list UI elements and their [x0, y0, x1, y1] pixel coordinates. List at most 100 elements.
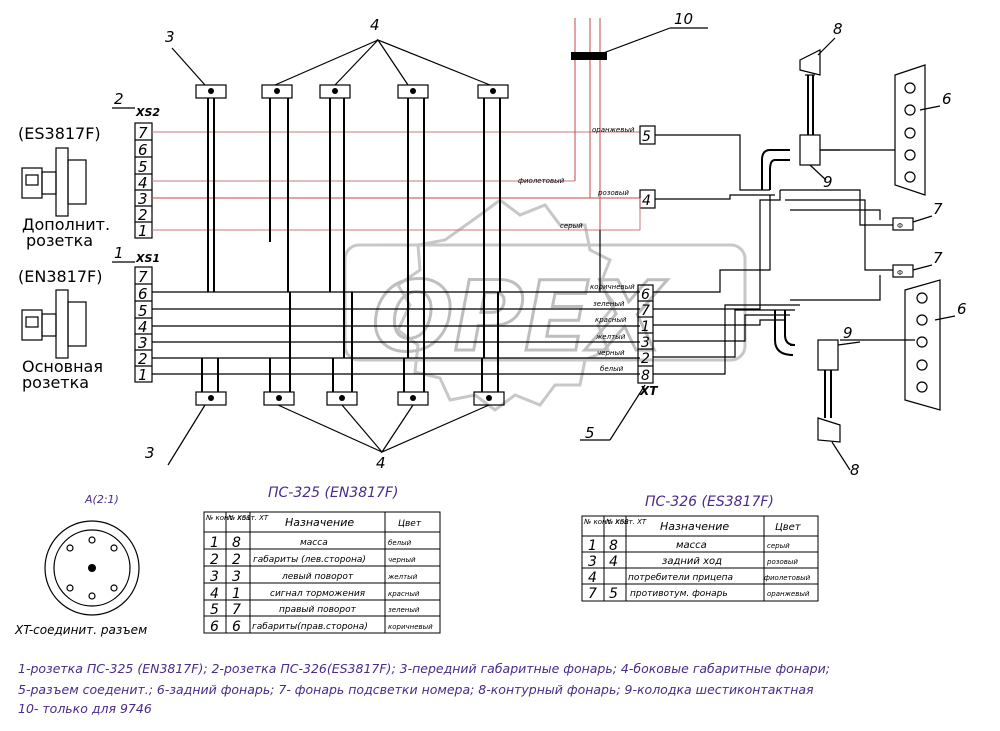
svg-text:6: 6 — [232, 619, 241, 635]
svg-text:5: 5 — [609, 586, 618, 602]
svg-text:левый поворот: левый поворот — [281, 572, 354, 582]
xs1-wires — [152, 230, 640, 375]
six-pin-block-top — [799, 134, 840, 166]
svg-text:серый: серый — [767, 542, 790, 550]
svg-text:8: 8 — [609, 538, 618, 554]
svg-text:№ конт. XS2: № конт. XS2 — [583, 518, 629, 526]
plate-lamp-top: Ф — [892, 217, 914, 231]
aux-socket-code: (ES3817F) — [18, 124, 101, 143]
watermark: OPEX — [343, 198, 747, 412]
svg-text:1: 1 — [641, 319, 650, 335]
svg-text:1: 1 — [138, 222, 148, 240]
svg-text:потребители прицепа: потребители прицепа — [628, 573, 733, 583]
svg-text:оранжевый: оранжевый — [592, 126, 635, 134]
svg-text:серый: серый — [560, 222, 583, 230]
aux-socket-icon — [21, 147, 87, 217]
watermark-text: OPEX — [372, 261, 668, 373]
rear-lamp-top — [894, 64, 926, 196]
svg-text:фиолетовый: фиолетовый — [764, 574, 811, 582]
svg-text:белый: белый — [388, 539, 412, 547]
table1-cells: № конт. XS1 № конт. XT Назначение Цвет 1… — [205, 514, 433, 635]
svg-text:желтый: желтый — [387, 573, 418, 581]
xt-top-pins: 5 4 — [639, 125, 656, 230]
xs1-label: XS1 — [135, 252, 160, 265]
table2 — [581, 515, 819, 602]
callout-1: 1 — [114, 244, 124, 262]
contour-lamp-bottom — [817, 370, 841, 443]
svg-text:3: 3 — [210, 569, 219, 585]
view-a-label: А(2:1) — [84, 493, 119, 506]
svg-text:8: 8 — [232, 535, 241, 551]
xt-connector-view — [44, 520, 140, 616]
callout-4-bottom: 4 — [376, 454, 386, 472]
rear-lamp-bottom — [904, 279, 941, 411]
svg-text:розовый: розовый — [597, 189, 629, 197]
svg-text:3: 3 — [641, 335, 650, 351]
main-socket-icon — [21, 289, 87, 359]
svg-text:масса: масса — [300, 538, 328, 548]
svg-text:белый: белый — [600, 365, 624, 373]
xs2-wires — [152, 18, 640, 231]
svg-text:коричневый: коричневый — [388, 623, 433, 631]
svg-text:3: 3 — [138, 334, 148, 352]
table2-cells: № конт. XS2 № конт. XT Назначение Цвет 1… — [583, 518, 811, 602]
aux-socket-name-1: Дополнит. — [22, 215, 110, 234]
xs1-pin-labels: 7 6 5 4 3 2 1 — [138, 268, 148, 384]
svg-text:7: 7 — [641, 303, 650, 319]
svg-text:№ конт. XT: № конт. XT — [227, 514, 269, 522]
svg-text:Цвет: Цвет — [775, 522, 802, 533]
svg-text:5: 5 — [210, 602, 219, 618]
svg-text:6: 6 — [138, 141, 148, 159]
svg-text:оранжевый: оранжевый — [767, 590, 810, 598]
svg-text:6: 6 — [641, 287, 650, 303]
legend-line-2: 5-разъем соеденит.; 6-задний фонарь; 7- … — [18, 682, 814, 697]
six-pin-block-bottom — [817, 339, 839, 371]
main-socket-name-1: Основная — [22, 357, 103, 376]
callout-9-top: 9 — [823, 173, 833, 191]
svg-text:зеленый: зеленый — [593, 300, 625, 308]
callout-6-bottom: 6 — [957, 300, 967, 318]
svg-text:5: 5 — [642, 129, 651, 145]
callout-9-bottom: 9 — [843, 324, 853, 342]
svg-text:2: 2 — [641, 351, 650, 367]
svg-text:7: 7 — [232, 602, 241, 618]
wire-color-labels: оранжевый фиолетовый розовый серый корич… — [518, 126, 635, 373]
svg-text:7: 7 — [138, 268, 148, 286]
xt-caption: XT-соединит. разъем — [14, 623, 147, 637]
callout-10: 10 — [674, 10, 693, 28]
xs2-label: XS2 — [135, 106, 160, 119]
svg-text:2: 2 — [232, 552, 241, 568]
svg-text:Назначение: Назначение — [660, 520, 729, 533]
svg-text:масса: масса — [676, 540, 707, 551]
svg-text:красный: красный — [595, 316, 627, 324]
svg-text:желтый: желтый — [595, 333, 626, 341]
svg-text:5: 5 — [138, 302, 148, 320]
svg-text:коричневый: коричневый — [590, 283, 635, 291]
legend: 1-розетка ПС-325 (EN3817F); 2-розетка ПС… — [18, 661, 830, 716]
svg-text:№ конт. XS1: № конт. XS1 — [205, 514, 251, 522]
legend-line-1: 1-розетка ПС-325 (EN3817F); 2-розетка ПС… — [18, 661, 830, 676]
svg-text:4: 4 — [642, 193, 651, 209]
svg-text:4: 4 — [210, 586, 219, 602]
svg-text:4: 4 — [588, 570, 597, 586]
svg-text:3: 3 — [232, 569, 241, 585]
svg-text:сигнал торможения: сигнал торможения — [270, 589, 366, 599]
svg-text:4: 4 — [138, 318, 148, 336]
svg-text:6: 6 — [138, 285, 148, 303]
xs2-pin-labels: 7 6 5 4 3 2 1 — [138, 124, 148, 240]
callout-4-top: 4 — [370, 16, 380, 34]
svg-text:габариты(прав.сторона): габариты(прав.сторона) — [252, 622, 368, 632]
svg-text:3: 3 — [138, 190, 148, 208]
main-socket-name-2: розетка — [22, 373, 89, 392]
main-socket-code: (EN3817F) — [18, 267, 102, 286]
callout-7-top: 7 — [933, 200, 943, 218]
callout-8-top: 8 — [833, 20, 843, 38]
callout-8-bottom: 8 — [850, 461, 860, 479]
svg-text:6: 6 — [210, 619, 219, 635]
rear-harness — [653, 134, 915, 375]
callout-3-bottom: 3 — [145, 444, 155, 462]
callout-6-top: 6 — [942, 90, 952, 108]
svg-text:2: 2 — [138, 206, 148, 224]
